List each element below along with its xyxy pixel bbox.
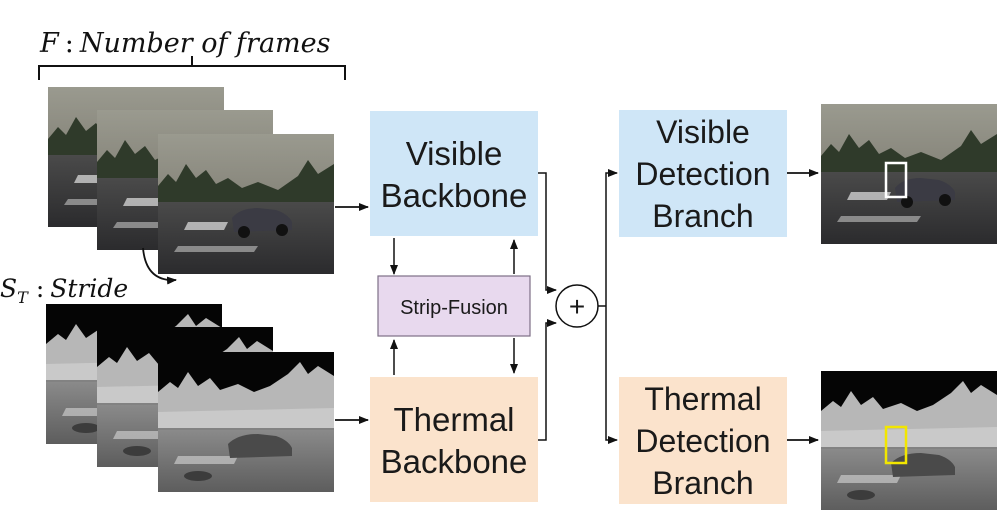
frames-symbol: F <box>39 28 60 59</box>
visible-backbone-block: Visible Backbone <box>370 111 538 236</box>
thermal-detection-block: Thermal Detection Branch <box>619 377 787 504</box>
stride-text: Stride <box>50 274 128 303</box>
strip-fusion-block: Strip-Fusion <box>377 275 531 337</box>
visible-detection-block: Visible Detection Branch <box>619 110 787 237</box>
visible-backbone-line-2: Backbone <box>381 177 528 214</box>
visible-output-image <box>821 104 997 244</box>
visible-detection-line-2: Detection <box>635 156 770 192</box>
visible-frame-stack <box>48 87 334 274</box>
arrow-sum-to-tdet <box>605 306 618 444</box>
visible-bbox <box>884 161 908 199</box>
thermal-backbone-line-1: Thermal <box>393 401 514 438</box>
thermal-frame-stack <box>46 304 334 492</box>
frames-bracket <box>38 56 346 80</box>
arrow-sum-to-vdet <box>605 169 618 306</box>
thermal-output-image <box>821 371 997 510</box>
stride-arrow <box>142 247 177 285</box>
frames-label: F:Number of frames <box>39 28 330 59</box>
thermal-backbone-block: Thermal Backbone <box>370 377 538 502</box>
sum-symbol: + <box>569 291 585 322</box>
visible-backbone-line-1: Visible <box>406 135 503 172</box>
visible-detection-line-3: Branch <box>652 198 753 234</box>
visible-detection-line-1: Visible <box>656 114 750 150</box>
thermal-detection-line-1: Thermal <box>644 381 761 417</box>
stride-label: ST:Stride <box>0 274 128 307</box>
frames-text: Number of frames <box>79 28 331 59</box>
visible-frame-3 <box>158 134 334 274</box>
sum-node: + <box>555 284 599 328</box>
thermal-detection-line-3: Branch <box>652 465 753 501</box>
thermal-detection-line-2: Detection <box>635 423 770 459</box>
strip-fusion-label: Strip-Fusion <box>400 297 508 319</box>
arrow-vb-to-sum <box>538 172 557 294</box>
arrow-tb-to-sum <box>538 319 557 441</box>
thermal-backbone-line-2: Backbone <box>381 443 528 480</box>
thermal-frame-3 <box>158 352 334 492</box>
thermal-bbox <box>884 425 908 465</box>
